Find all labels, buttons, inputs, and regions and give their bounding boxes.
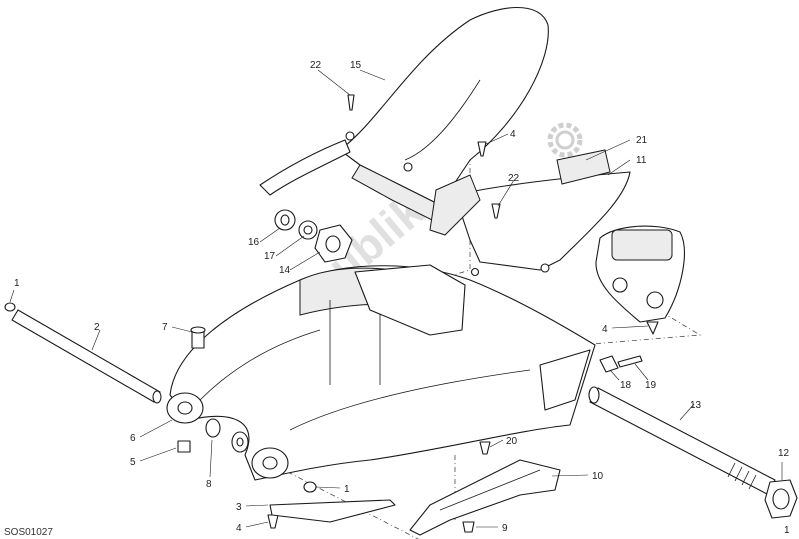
callout-14: 14	[279, 265, 291, 276]
pivot-spindle	[11, 309, 162, 404]
caliper-bracket	[595, 225, 685, 323]
callout-11: 11	[636, 155, 647, 166]
callout-6: 6	[130, 433, 136, 444]
callout-18: 18	[620, 380, 632, 391]
callout-2: 2	[94, 322, 100, 333]
callout-1: 1	[14, 278, 20, 289]
callout-4: 4	[510, 129, 516, 140]
rear-axle	[588, 386, 776, 495]
callout-20: 20	[506, 436, 518, 447]
callout-22: 22	[310, 60, 322, 71]
warning-label	[556, 149, 611, 185]
callout-7: 7	[162, 322, 168, 333]
swingarm	[166, 264, 596, 481]
drawing-code: SOS01027	[4, 527, 53, 538]
callout-labels: 1 2 7 6 5 8 3 4 1 22 15 4 22 21 11 16 17…	[14, 60, 790, 536]
callout-4: 4	[236, 523, 242, 534]
callout-19: 19	[645, 380, 657, 391]
callout-8: 8	[206, 479, 212, 490]
rear-mudguard	[259, 7, 549, 221]
callout-17: 17	[264, 251, 276, 262]
callout-1: 1	[784, 525, 790, 536]
callout-21: 21	[636, 135, 648, 146]
callout-3: 3	[236, 502, 242, 513]
sensor-bracket	[269, 499, 396, 523]
callout-22: 22	[508, 173, 520, 184]
callout-9: 9	[502, 523, 508, 534]
callout-1: 1	[344, 484, 350, 495]
chain-slider	[409, 459, 561, 536]
hardware-parts	[4, 94, 659, 533]
callout-16: 16	[248, 237, 260, 248]
chain-guard	[429, 171, 631, 277]
callout-12: 12	[778, 448, 790, 459]
callout-4: 4	[602, 324, 608, 335]
callout-10: 10	[592, 471, 604, 482]
callout-15: 15	[350, 60, 362, 71]
gear-icon	[547, 122, 583, 158]
axle-nut	[764, 479, 798, 519]
callout-5: 5	[130, 457, 136, 468]
leader-lines	[9, 69, 783, 528]
callout-13: 13	[690, 400, 702, 411]
